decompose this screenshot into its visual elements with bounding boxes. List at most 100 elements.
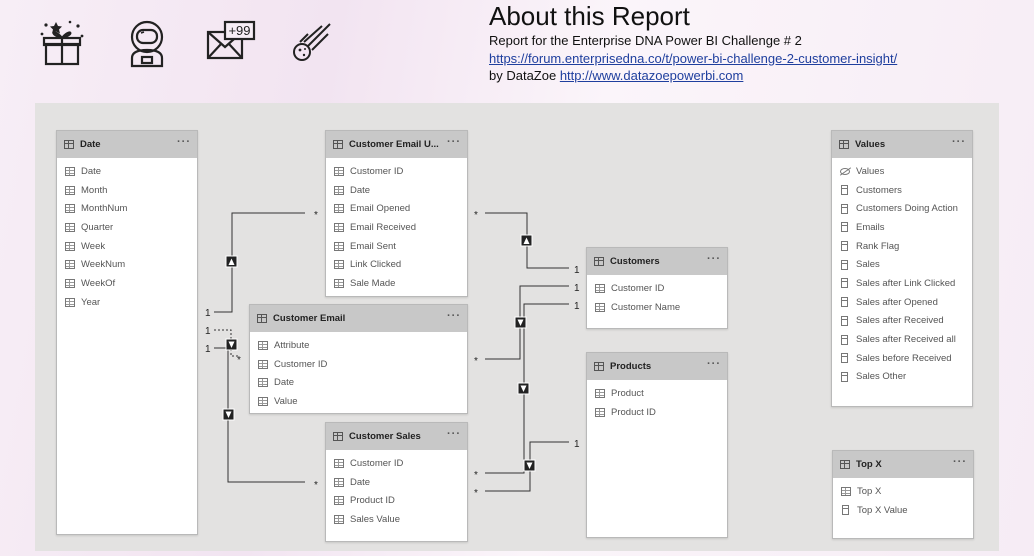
table-header[interactable]: Products··· bbox=[587, 353, 727, 380]
table-icon bbox=[594, 257, 604, 266]
mail-badge-count: +99 bbox=[228, 23, 250, 38]
field-item[interactable]: Sales Value bbox=[326, 510, 467, 529]
field-item[interactable]: Customer ID bbox=[326, 454, 467, 473]
field-item[interactable]: Date bbox=[250, 373, 467, 392]
cardinality-many: * bbox=[474, 488, 478, 499]
measure-item[interactable]: Sales before Received bbox=[832, 349, 972, 368]
field-label: Top X bbox=[857, 485, 882, 497]
column-icon bbox=[258, 396, 268, 406]
table-icon bbox=[257, 314, 267, 323]
field-item[interactable]: Month bbox=[57, 181, 197, 200]
cardinality-many: * bbox=[237, 355, 241, 366]
field-item[interactable]: WeekOf bbox=[57, 274, 197, 293]
table-icon bbox=[333, 432, 343, 441]
field-item[interactable]: Value bbox=[250, 392, 467, 411]
field-item[interactable]: Top X bbox=[833, 482, 973, 501]
more-options-icon[interactable]: ··· bbox=[447, 428, 461, 440]
measure-item[interactable]: Top X Value bbox=[833, 501, 973, 520]
column-icon bbox=[595, 388, 605, 398]
column-icon bbox=[334, 496, 344, 506]
table-header[interactable]: Customers··· bbox=[587, 248, 727, 275]
table-top-x[interactable]: Top X ··· Top X Top X Value bbox=[832, 450, 974, 539]
table-products[interactable]: Products··· Product Product ID bbox=[586, 352, 728, 538]
field-item[interactable]: Customer ID bbox=[587, 279, 727, 298]
table-header[interactable]: Values··· bbox=[832, 131, 972, 158]
column-icon bbox=[595, 407, 605, 417]
field-item[interactable]: Date bbox=[326, 473, 467, 492]
field-item[interactable]: Customer Name bbox=[587, 298, 727, 317]
field-item[interactable]: Values bbox=[832, 162, 972, 181]
field-item[interactable]: Customer ID bbox=[326, 162, 467, 181]
author-website-link[interactable]: http://www.datazoepowerbi.com bbox=[559, 68, 744, 83]
table-header[interactable]: Date··· bbox=[57, 131, 197, 158]
column-icon bbox=[334, 166, 344, 176]
challenge-link[interactable]: https://forum.enterprisedna.co/t/power-b… bbox=[489, 50, 898, 66]
table-customer-email-unpivoted[interactable]: Customer Email U...··· Customer ID Date … bbox=[325, 130, 468, 297]
more-options-icon[interactable]: ··· bbox=[447, 136, 461, 148]
table-date[interactable]: Date··· Date Month MonthNum Quarter Week… bbox=[56, 130, 198, 535]
measure-item[interactable]: Emails bbox=[832, 218, 972, 237]
column-icon bbox=[65, 166, 75, 176]
measure-item[interactable]: Sales after Received bbox=[832, 312, 972, 331]
field-item[interactable]: Email Opened bbox=[326, 199, 467, 218]
model-diagram-canvas[interactable]: 1 1 1 * * * * * * * 1 1 1 1 Date··· Date… bbox=[35, 103, 999, 551]
field-item[interactable]: Email Received bbox=[326, 218, 467, 237]
field-item[interactable]: Product ID bbox=[587, 403, 727, 422]
field-item[interactable]: MonthNum bbox=[57, 199, 197, 218]
more-options-icon[interactable]: ··· bbox=[952, 136, 966, 148]
field-label: Rank Flag bbox=[856, 240, 900, 252]
field-label: Sales bbox=[856, 259, 880, 271]
field-item[interactable]: Date bbox=[326, 181, 467, 200]
comet-icon bbox=[293, 23, 331, 61]
column-icon bbox=[65, 260, 75, 270]
field-item[interactable]: Quarter bbox=[57, 218, 197, 237]
table-header[interactable]: Customer Sales··· bbox=[326, 423, 467, 450]
table-customer-sales[interactable]: Customer Sales··· Customer ID Date Produ… bbox=[325, 422, 468, 542]
more-options-icon[interactable]: ··· bbox=[707, 358, 721, 370]
more-options-icon[interactable]: ··· bbox=[177, 136, 191, 148]
field-label: Sales after Received all bbox=[856, 334, 956, 346]
table-header[interactable]: Customer Email U...··· bbox=[326, 131, 467, 158]
table-header[interactable]: Top X ··· bbox=[833, 451, 973, 478]
field-item[interactable]: Year bbox=[57, 293, 197, 312]
field-item[interactable]: Attribute bbox=[250, 336, 467, 355]
field-label: Product ID bbox=[350, 495, 395, 507]
field-item[interactable]: WeekNum bbox=[57, 255, 197, 274]
measure-item[interactable]: Rank Flag bbox=[832, 237, 972, 256]
cardinality-one: 1 bbox=[574, 301, 580, 312]
table-values[interactable]: Values··· Values Customers Customers Doi… bbox=[831, 130, 973, 407]
measure-item[interactable]: Customers bbox=[832, 181, 972, 200]
measure-item[interactable]: Sales after Link Clicked bbox=[832, 274, 972, 293]
measure-item[interactable]: Sales Other bbox=[832, 368, 972, 387]
field-item[interactable]: Product ID bbox=[326, 491, 467, 510]
table-customers[interactable]: Customers··· Customer ID Customer Name bbox=[586, 247, 728, 329]
field-label: Customer ID bbox=[350, 457, 404, 469]
table-customer-email[interactable]: Customer Email··· Attribute Customer ID … bbox=[249, 304, 468, 414]
field-item[interactable]: Date bbox=[57, 162, 197, 181]
field-item[interactable]: Week bbox=[57, 237, 197, 256]
field-item[interactable]: Product bbox=[587, 384, 727, 403]
table-icon bbox=[840, 460, 850, 469]
measure-item[interactable]: Sales bbox=[832, 255, 972, 274]
measure-icon bbox=[841, 297, 848, 308]
table-header[interactable]: Customer Email··· bbox=[250, 305, 467, 332]
column-icon bbox=[258, 340, 268, 350]
field-item[interactable]: Link Clicked bbox=[326, 255, 467, 274]
field-item[interactable]: Email Sent bbox=[326, 237, 467, 256]
measure-item[interactable]: Sales after Received all bbox=[832, 330, 972, 349]
column-icon bbox=[258, 359, 268, 369]
measure-icon bbox=[841, 203, 848, 214]
field-label: Values bbox=[856, 165, 885, 177]
measure-item[interactable]: Sales after Opened bbox=[832, 293, 972, 312]
table-name: Top X bbox=[856, 459, 882, 470]
field-label: Date bbox=[350, 184, 371, 196]
column-icon bbox=[334, 241, 344, 251]
field-item[interactable]: Customer ID bbox=[250, 355, 467, 374]
measure-item[interactable]: Customers Doing Action bbox=[832, 199, 972, 218]
more-options-icon[interactable]: ··· bbox=[447, 310, 461, 322]
more-options-icon[interactable]: ··· bbox=[707, 253, 721, 265]
more-options-icon[interactable]: ··· bbox=[953, 456, 967, 468]
column-icon bbox=[65, 241, 75, 251]
field-item[interactable]: Sale Made bbox=[326, 274, 467, 293]
page-title: About this Report bbox=[489, 1, 690, 31]
